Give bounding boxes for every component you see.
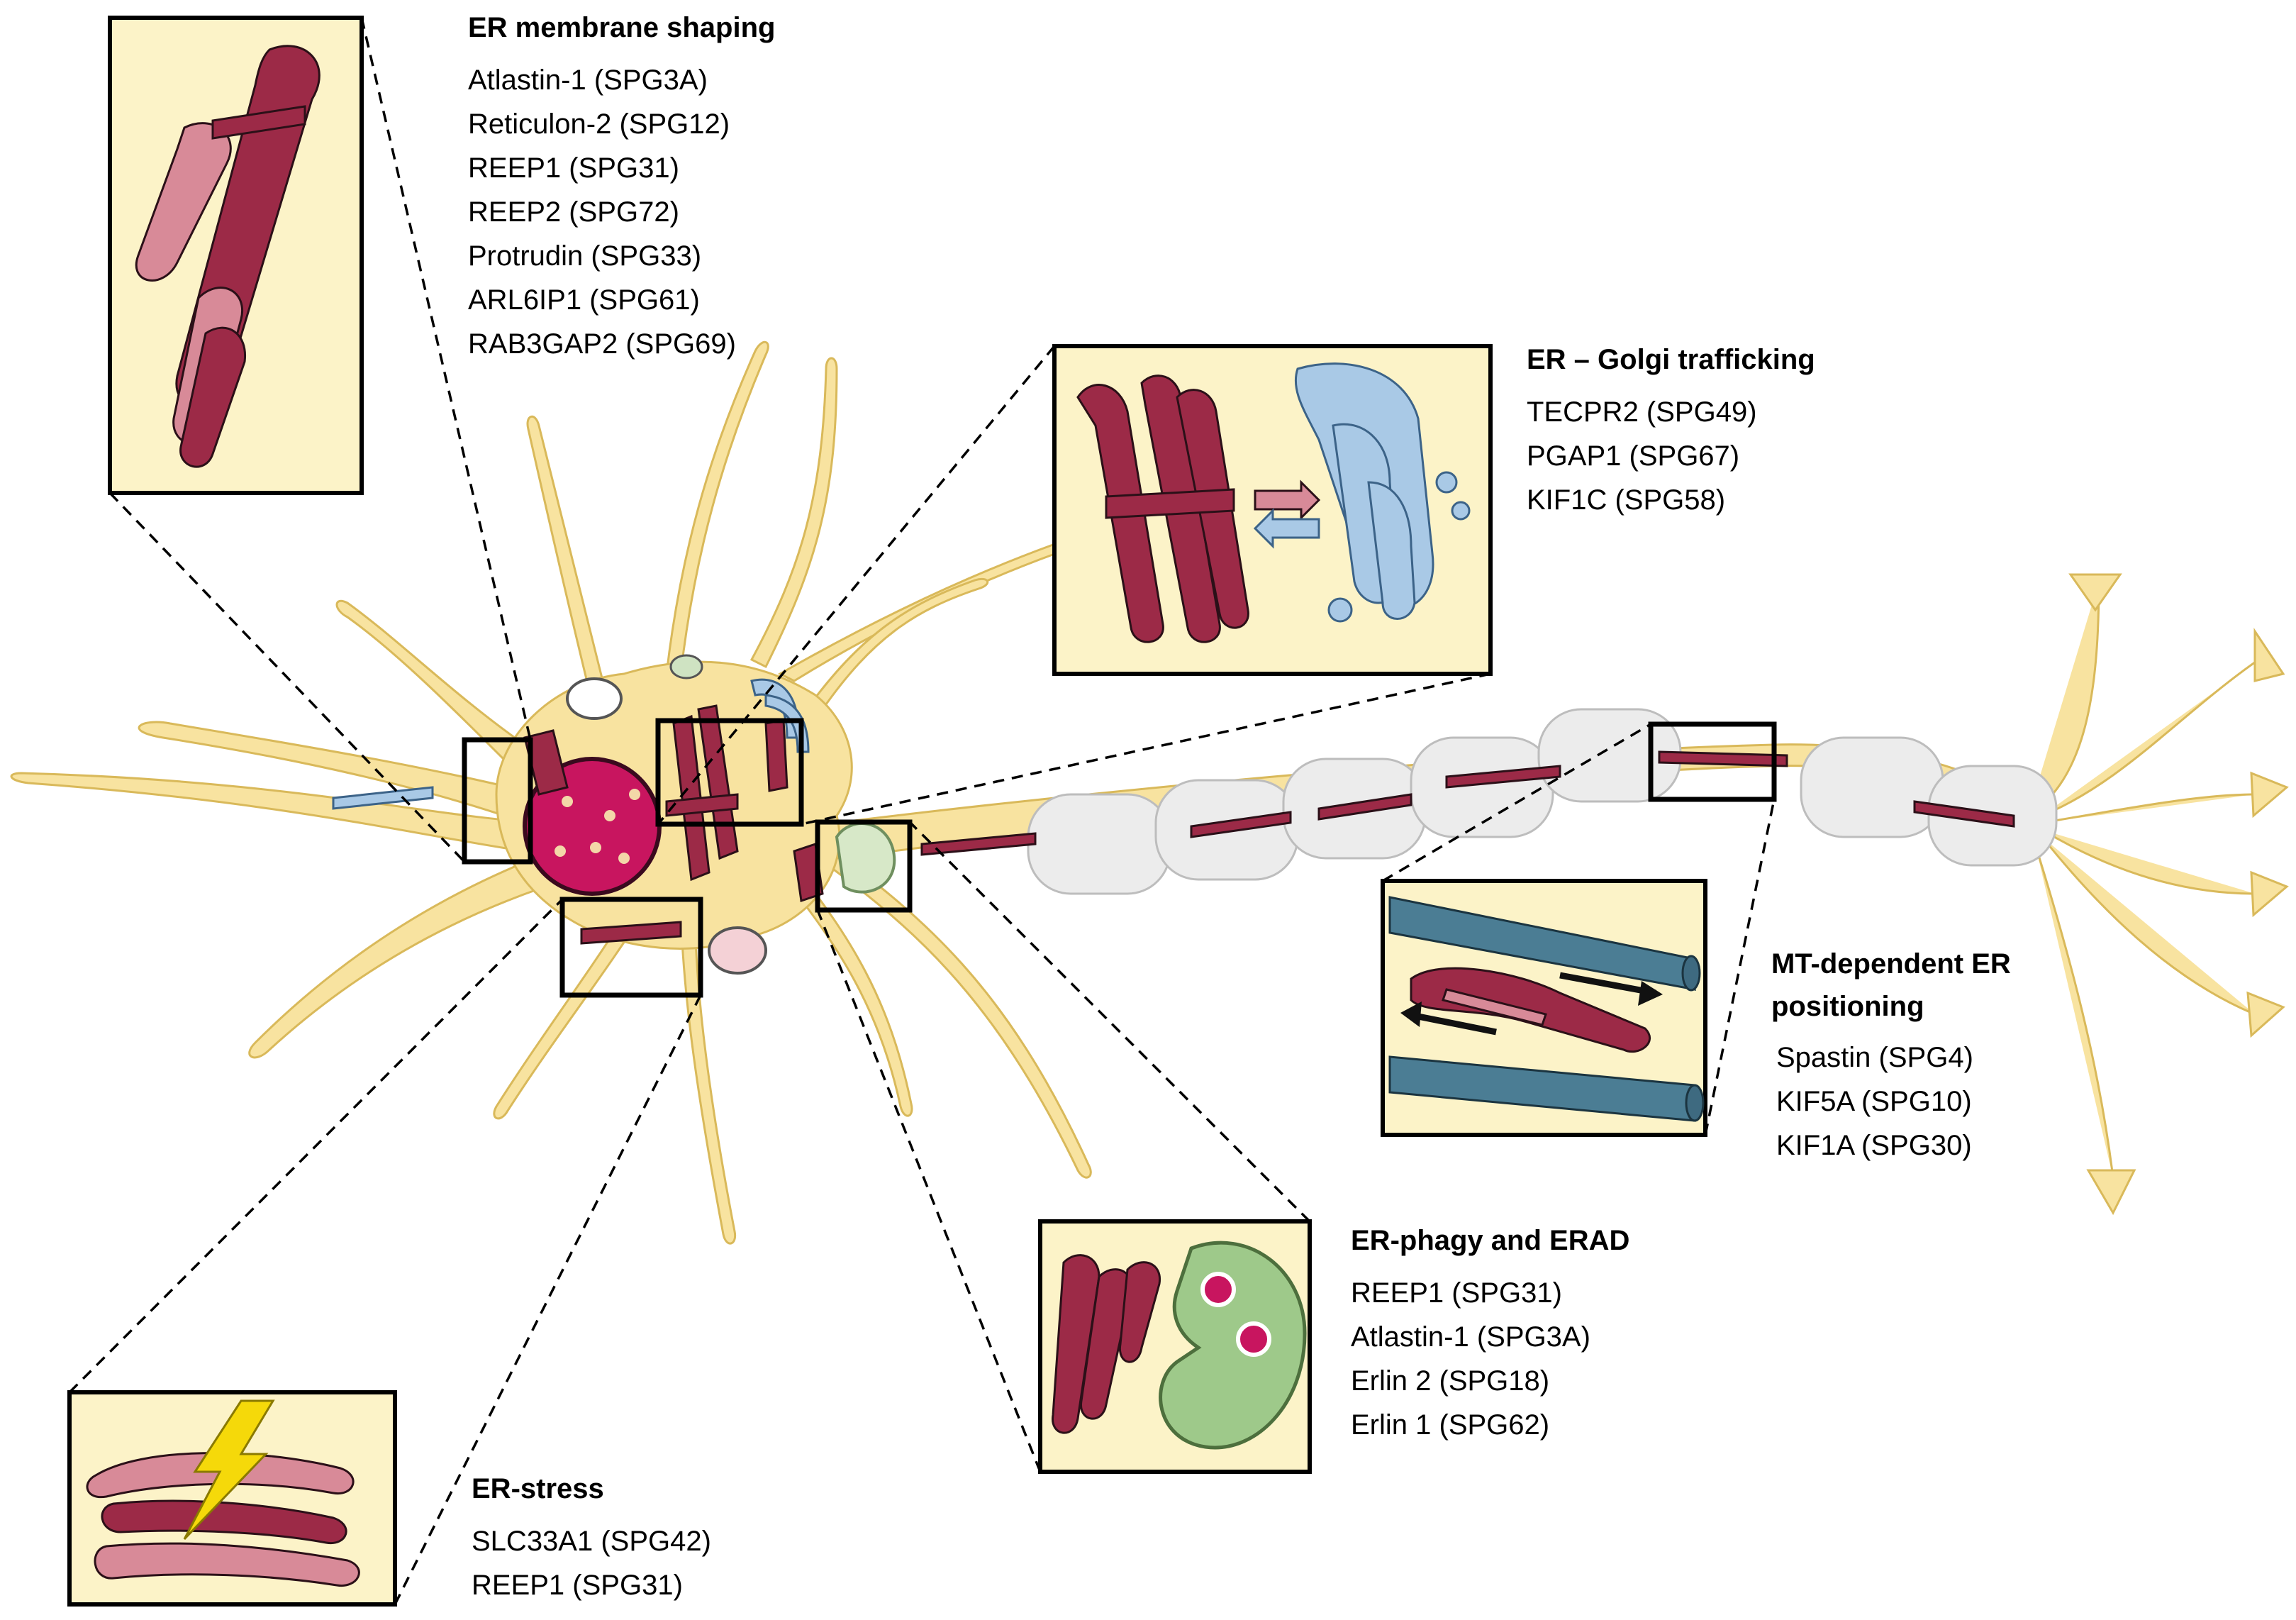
perinuclear-er <box>523 704 824 945</box>
inset-mt-positioning <box>1381 879 1707 1137</box>
membrane-shaping-title: ER membrane shaping <box>468 12 775 43</box>
erphagy-erad-item: Erlin 2 (SPG18) <box>1351 1365 1549 1397</box>
axonal-er <box>920 750 2015 856</box>
golgi-trafficking-item: PGAP1 (SPG67) <box>1527 440 1739 472</box>
label-erphagy-erad: ER-phagy and ERAD REEP1 (SPG31) Atlastin… <box>1351 1225 1629 1441</box>
membrane-shaping-item: ARL6IP1 (SPG61) <box>468 284 700 316</box>
membrane-shaping-item: RAB3GAP2 (SPG69) <box>468 328 736 360</box>
anterograde-arrow-icon <box>1559 972 1656 997</box>
golgi-apparatus <box>750 678 810 753</box>
microtubule-bottom <box>1388 1055 1705 1122</box>
label-membrane-shaping: ER membrane shaping Atlastin-1 (SPG3A) R… <box>468 12 775 360</box>
forward-arrow-icon <box>1254 479 1321 521</box>
label-er-stress: ER-stress SLC33A1 (SPG42) REEP1 (SPG31) <box>472 1473 711 1601</box>
golgi-trafficking-title: ER – Golgi trafficking <box>1527 344 1815 375</box>
golgi-trafficking-item: KIF1C (SPG58) <box>1527 484 1725 516</box>
dendritic-golgi <box>332 786 434 810</box>
membrane-shaping-item: REEP2 (SPG72) <box>468 196 679 228</box>
neuron-cell <box>10 341 2289 1245</box>
marker-mt-positioning <box>1648 721 1777 802</box>
inset-erphagy-erad <box>1038 1219 1312 1474</box>
inset-membrane-shaping <box>108 16 364 495</box>
lightning-bolt-icon <box>183 1399 275 1541</box>
erphagy-erad-item: Atlastin-1 (SPG3A) <box>1351 1321 1590 1353</box>
marker-erphagy <box>815 819 913 913</box>
label-golgi-trafficking: ER – Golgi trafficking TECPR2 (SPG49) PG… <box>1527 344 1815 516</box>
er-stress-item: SLC33A1 (SPG42) <box>472 1526 711 1557</box>
inset-golgi-trafficking <box>1052 344 1493 676</box>
golgi-trafficking-item: TECPR2 (SPG49) <box>1527 396 1757 428</box>
connector-lines <box>68 17 1776 1605</box>
er-stress-item: REEP1 (SPG31) <box>472 1570 683 1601</box>
er-stress-title: ER-stress <box>472 1473 604 1504</box>
inset-er-stress <box>67 1390 397 1607</box>
mt-positioning-title-line2: positioning <box>1771 991 1924 1022</box>
lysosome <box>835 822 896 894</box>
mt-positioning-item: KIF1A (SPG30) <box>1776 1130 1972 1161</box>
membrane-shaping-item: Protrudin (SPG33) <box>468 240 701 272</box>
mt-positioning-item: Spastin (SPG4) <box>1776 1042 1973 1073</box>
marker-golgi-trafficking <box>655 718 804 827</box>
mitochondria <box>566 654 767 975</box>
marker-membrane-shaping <box>462 737 533 865</box>
region-markers <box>462 718 1777 998</box>
erphagy-erad-title: ER-phagy and ERAD <box>1351 1225 1629 1256</box>
mt-positioning-item: KIF5A (SPG10) <box>1776 1086 1972 1117</box>
marker-er-stress <box>559 897 703 998</box>
membrane-shaping-item: Atlastin-1 (SPG3A) <box>468 65 708 96</box>
membrane-shaping-item: Reticulon-2 (SPG12) <box>468 109 730 140</box>
myelin-sheath <box>1027 708 2058 895</box>
retrograde-arrow-icon <box>1407 1011 1497 1036</box>
backward-arrow-icon <box>1253 508 1320 549</box>
label-mt-positioning: MT-dependent ER positioning Spastin (SPG… <box>1771 948 2011 1161</box>
autophagosome <box>1159 1241 1307 1450</box>
mt-positioning-title: MT-dependent ER <box>1771 948 2011 980</box>
membrane-shaping-item: REEP1 (SPG31) <box>468 152 679 184</box>
axon-terminals <box>2027 573 2289 1216</box>
erphagy-erad-item: Erlin 1 (SPG62) <box>1351 1409 1549 1441</box>
erphagy-erad-item: REEP1 (SPG31) <box>1351 1277 1562 1309</box>
microtubule-top <box>1388 896 1701 992</box>
